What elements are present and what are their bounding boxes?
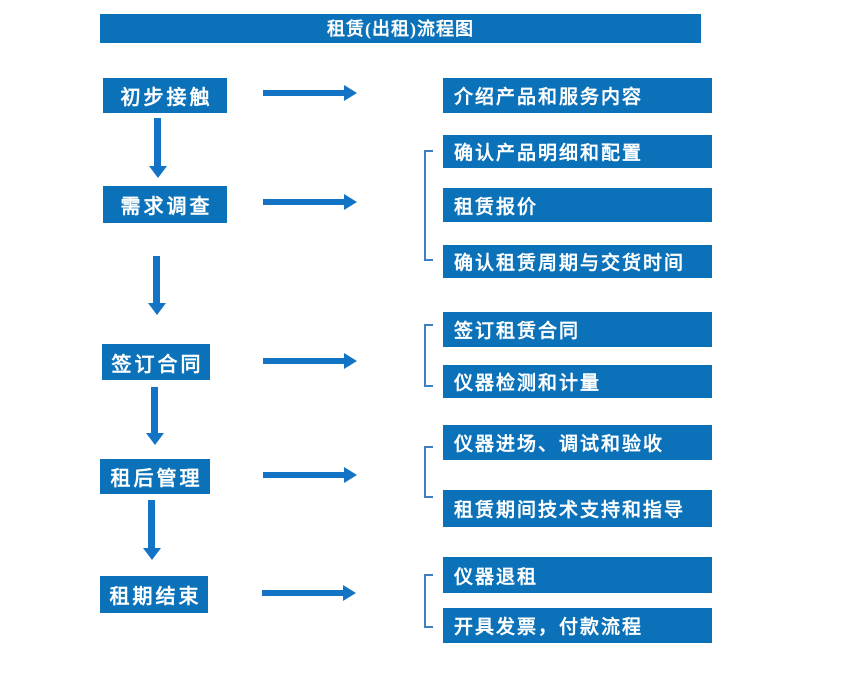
step-box-rental-end: 租期结束: [100, 576, 208, 613]
detail-box-invoice-payment: 开具发票，付款流程: [443, 608, 712, 643]
detail-box-instrument-setup-acceptance: 仪器进场、调试和验收: [443, 425, 712, 460]
right-arrow-1: [263, 85, 357, 101]
right-arrow-2: [263, 194, 357, 210]
detail-box-introduce-products: 介绍产品和服务内容: [443, 78, 712, 113]
arrow-stem: [151, 387, 158, 433]
arrow-head: [344, 85, 357, 101]
step-box-initial-contact: 初步接触: [103, 78, 227, 113]
arrow-head: [344, 194, 357, 210]
detail-box-tech-support: 租赁期间技术支持和指导: [443, 490, 712, 527]
arrow-head: [344, 467, 357, 483]
arrow-head: [343, 585, 356, 601]
step-box-sign-contract: 签订合同: [102, 344, 210, 380]
group-bracket-rental-end: [424, 574, 433, 628]
arrow-stem: [263, 472, 345, 478]
detail-box-sign-rental-contract: 签订租赁合同: [443, 312, 712, 347]
step-box-demand-survey: 需求调查: [103, 186, 227, 223]
arrow-stem: [262, 590, 344, 596]
detail-box-confirm-period-delivery: 确认租赁周期与交货时间: [443, 245, 712, 278]
group-bracket-demand-survey: [424, 150, 433, 261]
down-arrow-3: [146, 387, 164, 445]
right-arrow-5: [262, 585, 356, 601]
detail-box-instrument-testing: 仪器检测和计量: [443, 365, 712, 398]
arrow-stem: [263, 358, 345, 364]
flowchart-title: 租赁(出租)流程图: [100, 14, 701, 43]
group-bracket-post-rental: [424, 446, 433, 498]
arrow-stem: [148, 500, 155, 548]
detail-box-confirm-product-config: 确认产品明细和配置: [443, 135, 712, 168]
arrow-head: [149, 166, 167, 178]
detail-box-instrument-return: 仪器退租: [443, 557, 712, 593]
down-arrow-1: [149, 118, 167, 178]
down-arrow-2: [148, 256, 166, 315]
arrow-stem: [263, 199, 345, 205]
arrow-head: [344, 353, 357, 369]
arrow-stem: [154, 118, 161, 166]
arrow-head: [148, 303, 166, 315]
detail-box-rental-quote: 租赁报价: [443, 188, 712, 222]
arrow-head: [143, 548, 161, 560]
group-bracket-sign-contract: [424, 324, 433, 387]
step-box-post-rental-management: 租后管理: [100, 459, 210, 494]
right-arrow-4: [263, 467, 357, 483]
arrow-stem: [153, 256, 160, 303]
down-arrow-4: [143, 500, 161, 560]
arrow-stem: [263, 90, 345, 96]
arrow-head: [146, 433, 164, 445]
right-arrow-3: [263, 353, 357, 369]
